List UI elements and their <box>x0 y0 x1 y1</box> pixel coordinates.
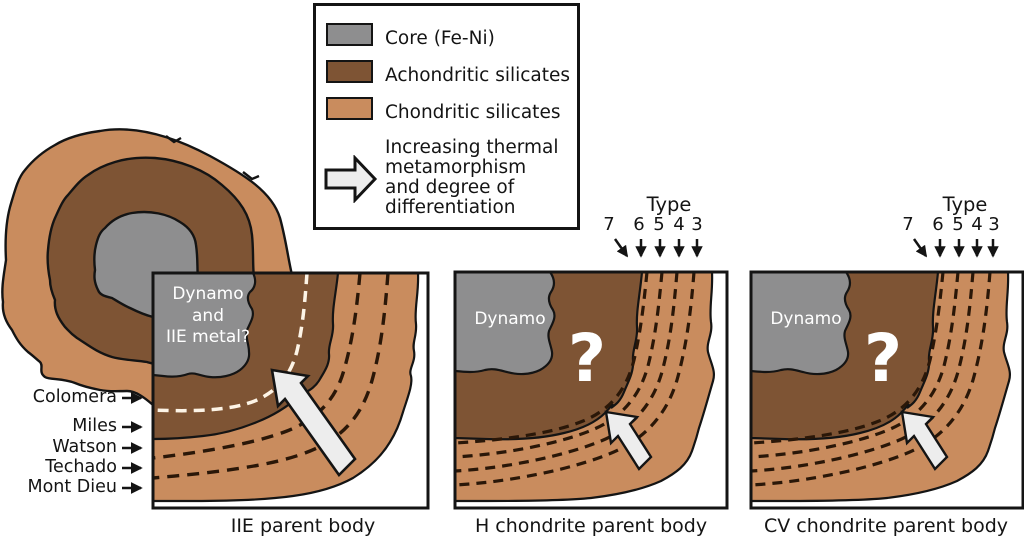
caption-cv-chondrite: CV chondrite parent body <box>763 515 1009 537</box>
core-swatch <box>326 23 373 46</box>
legend: Core (Fe-Ni) Achondritic silicates Chond… <box>313 3 580 230</box>
legend-arrow-caption: Increasing thermal metamorphism and degr… <box>385 138 559 218</box>
type-scale-title-h: Type <box>646 193 692 216</box>
meteorite-label-watson: Watson <box>52 437 117 457</box>
panel-border <box>151 271 430 510</box>
legend-arrow-caption-line: and degree of <box>385 177 515 198</box>
type-6-label: 6 <box>633 214 645 235</box>
iie-core-label-line: and <box>192 305 224 326</box>
legend-core-label: Core (Fe-Ni) <box>385 28 495 49</box>
type-scale-title-cv: Type <box>942 193 988 216</box>
block-arrow-icon <box>324 155 378 203</box>
type-6-label: 6 <box>932 214 944 235</box>
chondritic-swatch <box>326 97 373 120</box>
cv-uncertainty-mark: ? <box>863 320 903 397</box>
type-7-label: 7 <box>902 214 914 235</box>
type-7-label: 7 <box>603 214 615 235</box>
legend-arrow-caption-line: differentiation <box>385 197 516 218</box>
asteroid-surface-notches <box>165 135 260 181</box>
type-5-label: 5 <box>952 214 964 235</box>
type-5-label: 5 <box>653 214 665 235</box>
thermal-gradient-arrow <box>270 368 357 478</box>
type-scale-arrows-h <box>613 238 703 258</box>
type-3-label: 3 <box>691 214 703 235</box>
iie-core-label-line: IIE metal? <box>165 327 251 347</box>
h-uncertainty-mark: ? <box>567 320 607 397</box>
meteorite-label-techado: Techado <box>45 457 117 477</box>
iie-core-label: Dynamo and IIE metal? <box>166 284 250 349</box>
type-3-label: 3 <box>988 214 1000 235</box>
legend-arrow-caption-line: Increasing thermal <box>385 137 559 158</box>
panel-iie <box>151 271 430 510</box>
meteorite-label-colomera: Colomera <box>32 387 117 407</box>
meteorite-pointer-arrows <box>122 392 143 494</box>
caption-h-chondrite: H chondrite parent body <box>474 515 708 537</box>
h-core-label: Dynamo <box>474 309 546 329</box>
panel-h-chondrite <box>455 272 727 508</box>
meteorite-label-miles: Miles <box>72 416 117 436</box>
type-4-label: 4 <box>673 214 685 235</box>
legend-arrow-caption-line: metamorphism <box>385 157 527 178</box>
panel-cv-chondrite <box>751 272 1023 508</box>
type-scale-arrows-cv <box>912 238 999 258</box>
type-4-label: 4 <box>971 214 983 235</box>
iie-core-label-line: Dynamo <box>172 284 244 304</box>
cv-core-label: Dynamo <box>770 309 842 329</box>
panel-core <box>153 273 257 379</box>
legend-achondritic-label: Achondritic silicates <box>385 65 571 86</box>
meteorite-label-montdieu: Mont Dieu <box>27 477 117 497</box>
legend-chondritic-label: Chondritic silicates <box>385 102 561 123</box>
achondritic-swatch <box>326 60 373 83</box>
caption-iie: IIE parent body <box>230 515 376 537</box>
